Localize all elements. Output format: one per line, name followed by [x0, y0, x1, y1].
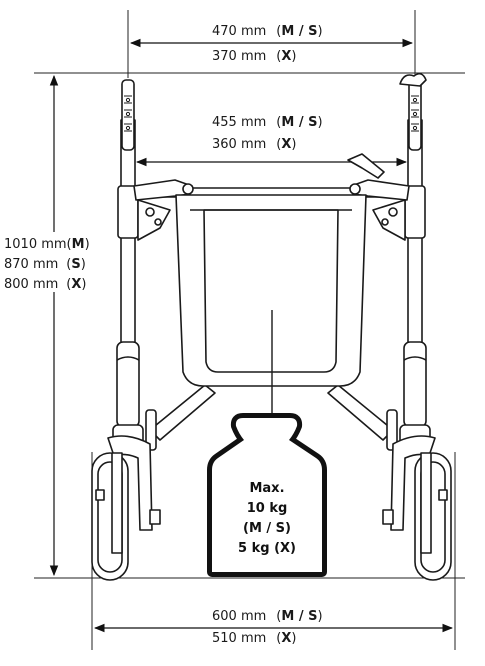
- right-wheel: [382, 435, 452, 581]
- inner-width-value-1: 455 mm: [212, 115, 266, 130]
- base-width-sizes-2: X: [281, 631, 291, 646]
- inner-width-label: 455 mm(M / S) 360 mm(X): [212, 115, 323, 152]
- base-width-value-1: 600 mm: [212, 609, 266, 624]
- svg-text:1010 mm(M): 1010 mm(M): [4, 237, 90, 252]
- inner-width-sizes-1: M / S: [281, 115, 317, 130]
- weight-icon: Max. 10 kg (M / S) 5 kg (X): [207, 413, 327, 577]
- left-wheel: [91, 435, 161, 581]
- handle-width-label: 470 mm(M / S) 370 mm(X): [212, 24, 323, 64]
- weight-label-line4: 5 kg (X): [238, 541, 296, 556]
- right-frame: [386, 72, 431, 454]
- inner-width-value-2: 360 mm: [212, 137, 266, 152]
- svg-text:510 mm(X): 510 mm(X): [212, 631, 296, 646]
- svg-text:870 mm(S): 870 mm(S): [4, 257, 86, 272]
- height-label: 1010 mm(M) 870 mm(S) 800 mm(X): [2, 232, 110, 292]
- shopping-bag: [175, 194, 367, 387]
- height-value-1: 1010 mm: [4, 237, 67, 252]
- rollator-illustration: [91, 72, 452, 581]
- height-sizes-2: S: [71, 257, 80, 272]
- inner-width-sizes-2: X: [281, 137, 291, 152]
- base-width-label: 600 mm(M / S) 510 mm(X): [212, 609, 323, 646]
- svg-text:470 mm(M / S): 470 mm(M / S): [212, 24, 323, 39]
- height-sizes-1: M: [72, 237, 85, 252]
- handle-width-value-1: 470 mm: [212, 24, 266, 39]
- left-frame: [112, 79, 157, 454]
- height-value-3: 800 mm: [4, 277, 58, 292]
- handle-width-value-2: 370 mm: [212, 49, 266, 64]
- handle-width-sizes-1: M / S: [281, 24, 317, 39]
- weight-label-line2: 10 kg: [247, 501, 288, 516]
- base-width-sizes-1: M / S: [281, 609, 317, 624]
- height-value-2: 870 mm: [4, 257, 58, 272]
- svg-text:800 mm(X): 800 mm(X): [4, 277, 86, 292]
- weight-label-line3: (M / S): [243, 521, 291, 536]
- base-width-value-2: 510 mm: [212, 631, 266, 646]
- svg-text:370 mm(X): 370 mm(X): [212, 49, 296, 64]
- weight-label-line1: Max.: [249, 481, 284, 496]
- height-sizes-3: X: [71, 277, 81, 292]
- svg-text:600 mm(M / S): 600 mm(M / S): [212, 609, 323, 624]
- svg-text:360 mm(X): 360 mm(X): [212, 137, 296, 152]
- svg-text:455 mm(M / S): 455 mm(M / S): [212, 115, 323, 130]
- handle-width-sizes-2: X: [281, 49, 291, 64]
